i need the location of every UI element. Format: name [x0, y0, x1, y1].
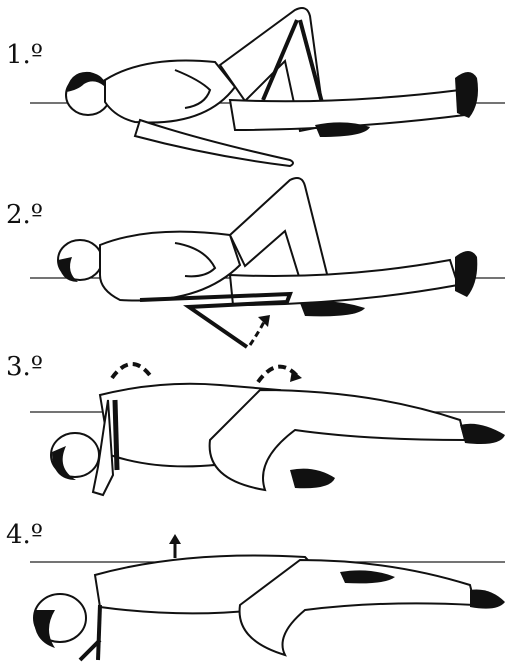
step-1-illustration — [0, 0, 510, 165]
step-3-panel: 3.º — [0, 340, 510, 510]
foot-right — [455, 72, 478, 118]
torso — [105, 60, 235, 122]
step-2-panel: 2.º — [0, 165, 510, 340]
foot-left — [290, 469, 335, 489]
roll-arrow-shoulder — [112, 364, 152, 378]
step-2-illustration — [0, 165, 510, 340]
step-1-panel: 1.º — [0, 0, 510, 165]
torso — [100, 232, 240, 301]
foot-right — [460, 424, 505, 444]
foot-bent — [300, 301, 365, 316]
foot-right — [470, 590, 505, 609]
legs — [210, 390, 465, 490]
step-3-illustration — [0, 340, 510, 510]
step-4-illustration — [0, 510, 510, 666]
arm-under-head — [98, 605, 100, 660]
straight-leg — [230, 260, 458, 305]
step-4-panel: 4.º — [0, 510, 510, 666]
foot-right — [455, 251, 477, 297]
